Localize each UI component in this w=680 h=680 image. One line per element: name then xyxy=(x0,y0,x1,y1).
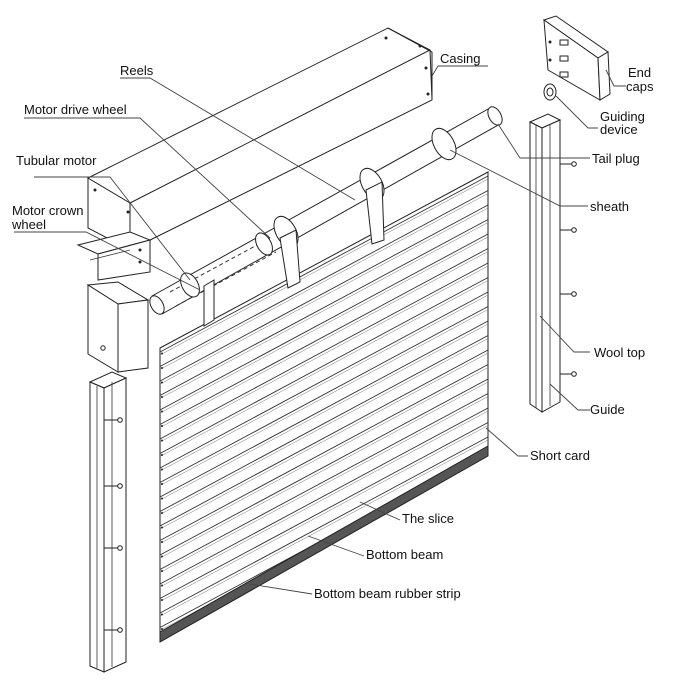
slat-end-clip xyxy=(161,526,163,529)
slat-end-clip xyxy=(161,425,163,427)
slat-end-clip xyxy=(161,512,163,514)
slat-line xyxy=(159,262,489,440)
slat-edge xyxy=(159,381,489,559)
slat-edge xyxy=(159,222,489,399)
label-wool-top: Wool top xyxy=(594,345,646,360)
slat-end-clip xyxy=(161,439,163,442)
slat-end-clip xyxy=(161,570,163,572)
slat-end-clip xyxy=(161,541,163,543)
shaft-tube xyxy=(149,106,503,315)
slat-edge xyxy=(159,207,489,385)
right-guide-rail xyxy=(528,113,577,413)
label-tubular-motor: Tubular motor xyxy=(16,153,97,168)
slat-end-clip xyxy=(161,584,163,587)
slat-line xyxy=(159,436,489,614)
slat-edge xyxy=(159,439,489,617)
slat-edge xyxy=(159,352,489,530)
slat-edge xyxy=(159,236,489,414)
slat-edge xyxy=(159,309,489,486)
slat-end-clip xyxy=(161,483,163,485)
slat-line xyxy=(159,349,489,527)
label-end-caps-line1: End xyxy=(628,65,652,80)
slat-end-clip xyxy=(161,613,163,616)
slat-edge xyxy=(159,396,489,573)
slat-line xyxy=(159,422,489,599)
slat-line xyxy=(159,233,489,411)
slat-edge xyxy=(159,323,489,501)
left-guide-rail xyxy=(88,371,128,673)
slat-edge xyxy=(159,410,489,588)
slat-line xyxy=(159,219,489,396)
left-rail-screws xyxy=(104,417,123,633)
slat-line xyxy=(159,364,489,541)
slat-edge xyxy=(159,280,489,457)
slat-line xyxy=(159,248,489,425)
slat-end-clip xyxy=(161,497,163,500)
slat-line xyxy=(159,175,489,353)
left-end-bracket xyxy=(76,231,152,281)
slat-end-clip xyxy=(161,628,163,630)
slat-edge xyxy=(159,425,489,602)
slat-edge xyxy=(159,251,489,428)
label-motor-crown-wheel-line1: Motor crown xyxy=(12,203,84,218)
label-bottom-beam-rubber-strip: Bottom beam rubber strip xyxy=(314,586,461,601)
slat-edge xyxy=(159,193,489,370)
label-motor-crown-wheel-line2: wheel xyxy=(12,217,46,232)
label-guiding-device-line1: Guiding xyxy=(600,109,645,124)
label-guide: Guide xyxy=(590,402,625,417)
label-motor-drive-wheel: Motor drive wheel xyxy=(24,102,127,117)
label-reels: Reels xyxy=(120,63,154,78)
slat-end-clip xyxy=(161,367,163,369)
slat-end-clip xyxy=(161,555,163,558)
label-bottom-beam: Bottom beam xyxy=(366,547,444,562)
slat-edge xyxy=(159,265,489,443)
shutter-curtain xyxy=(159,171,489,643)
leader-lines xyxy=(14,65,626,595)
left-end-cap xyxy=(86,281,150,373)
slat-end-clip xyxy=(161,381,163,384)
slat-end-clip xyxy=(161,396,163,398)
slat-line xyxy=(159,378,489,556)
slat-line xyxy=(159,190,489,367)
slat-end-clip xyxy=(161,410,163,413)
label-guiding-device-line2: device xyxy=(600,122,638,137)
slat-edge xyxy=(159,338,489,515)
slat-line xyxy=(159,204,489,382)
right-end-cap xyxy=(542,15,611,101)
slat-line xyxy=(159,277,489,454)
label-the-slice: The slice xyxy=(402,511,455,526)
slat-end-clip xyxy=(161,599,163,601)
bottom-beam xyxy=(159,445,489,643)
reel-hangers xyxy=(203,181,385,327)
slat-edge xyxy=(159,367,489,544)
label-end-caps-line2: caps xyxy=(626,79,654,94)
slat-end-clip xyxy=(161,352,163,355)
slat-end-clip xyxy=(161,454,163,456)
slat-line xyxy=(159,393,489,570)
label-short-card: Short card xyxy=(530,448,590,463)
slat-end-clip xyxy=(161,468,163,471)
right-rail-screws xyxy=(560,161,577,377)
slat-edge xyxy=(159,178,489,356)
label-sheath: sheath xyxy=(590,199,630,214)
slat-edge xyxy=(159,294,489,472)
slat-line xyxy=(159,335,489,512)
label-tail-plug: Tail plug xyxy=(592,151,640,166)
slat-line xyxy=(159,306,489,483)
slat-line xyxy=(159,320,489,498)
slat-line xyxy=(159,291,489,469)
label-casing: Casing xyxy=(440,51,481,66)
slat-line xyxy=(159,407,489,585)
